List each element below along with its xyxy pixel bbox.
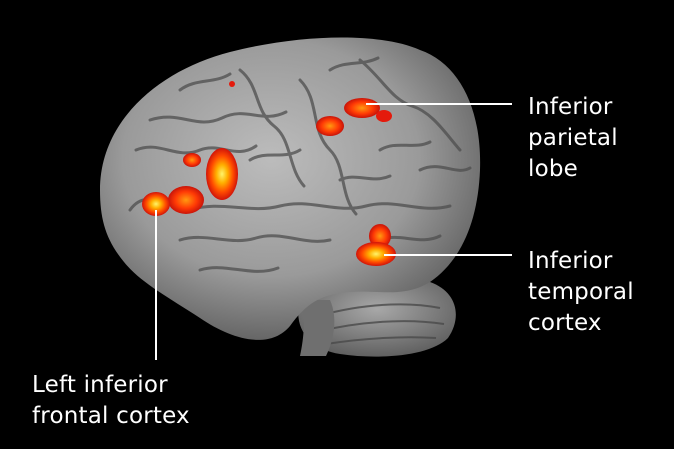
label-line: frontal cortex bbox=[32, 403, 190, 429]
label-left-inferior-frontal-cortex: Left inferior frontal cortex bbox=[32, 370, 190, 432]
activation-frontal bbox=[142, 81, 238, 216]
label-line: parietal bbox=[528, 125, 618, 151]
label-line: Inferior bbox=[528, 94, 613, 120]
label-line: Left inferior bbox=[32, 372, 168, 398]
activation-temporal bbox=[356, 224, 396, 266]
label-line: cortex bbox=[528, 310, 602, 336]
label-line: temporal bbox=[528, 279, 634, 305]
callout-lines bbox=[155, 103, 512, 360]
label-line: Inferior bbox=[528, 248, 613, 274]
label-inferior-temporal-cortex: Inferior temporal cortex bbox=[528, 246, 634, 339]
brainstem bbox=[300, 300, 335, 356]
label-inferior-parietal-lobe: Inferior parietal lobe bbox=[528, 92, 618, 185]
label-line: lobe bbox=[528, 156, 579, 182]
